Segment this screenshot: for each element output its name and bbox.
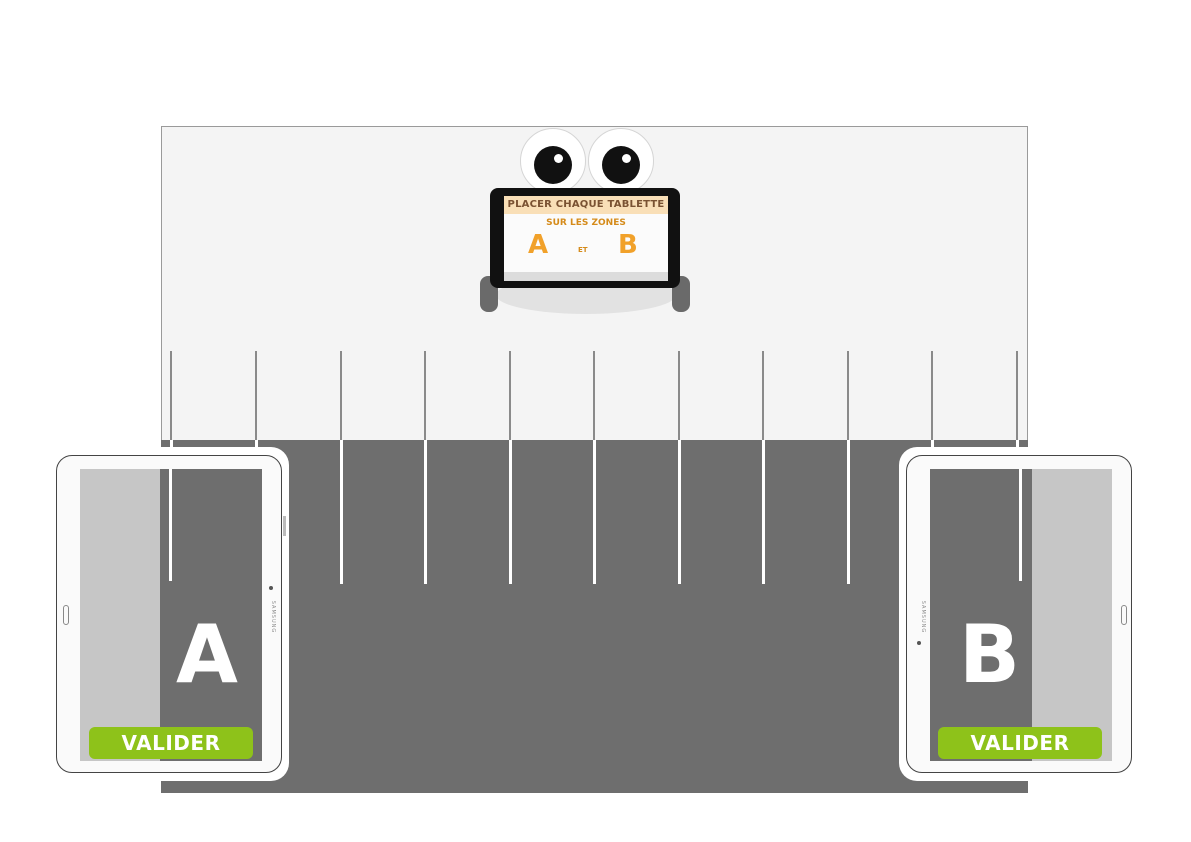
lane-marker bbox=[509, 440, 512, 584]
lane-marker-top bbox=[424, 351, 426, 440]
lane-marker-top bbox=[847, 351, 849, 440]
tablet-b[interactable]: B VALIDER SAMSUNG bbox=[899, 447, 1139, 781]
lane-marker bbox=[678, 440, 681, 584]
robot-eye-icon bbox=[588, 128, 654, 194]
instruction-line-1: PLACER CHAQUE TABLETTE bbox=[507, 199, 665, 210]
robot-mascot: PLACER CHAQUE TABLETTE SUR LES ZONES A E… bbox=[478, 126, 693, 321]
lane-marker-top bbox=[1016, 351, 1018, 440]
home-button bbox=[63, 605, 69, 625]
lane-marker-top bbox=[340, 351, 342, 440]
zone-letter-a: A bbox=[176, 608, 238, 701]
tablet-a-device: A VALIDER SAMSUNG bbox=[56, 455, 286, 773]
lane-marker bbox=[847, 440, 850, 584]
lane-marker-top bbox=[593, 351, 595, 440]
lane-marker bbox=[762, 440, 765, 584]
zone-letter-b: B bbox=[959, 608, 1020, 701]
instruction-connector: ET bbox=[578, 246, 588, 254]
instruction-line-2: SUR LES ZONES bbox=[546, 218, 626, 228]
lane-marker-top bbox=[678, 351, 680, 440]
lane-marker-top bbox=[762, 351, 764, 440]
lane-marker-top bbox=[170, 351, 172, 440]
lane-marker-top bbox=[931, 351, 933, 440]
tablet-b-screen: B VALIDER bbox=[930, 469, 1112, 761]
lane-marker-top bbox=[509, 351, 511, 440]
lane-marker-top bbox=[255, 351, 257, 440]
lane-marker bbox=[340, 440, 343, 584]
robot-screen-display: PLACER CHAQUE TABLETTE SUR LES ZONES A E… bbox=[504, 196, 668, 281]
lane-marker bbox=[424, 440, 427, 584]
robot-eye-icon bbox=[520, 128, 586, 194]
brand-label: SAMSUNG bbox=[920, 600, 927, 634]
home-button bbox=[1121, 605, 1127, 625]
instruction-zone-b: B bbox=[618, 230, 638, 260]
tablet-a-screen: A VALIDER bbox=[80, 469, 262, 761]
instruction-zone-a: A bbox=[528, 230, 549, 260]
tablet-b-device: B VALIDER SAMSUNG bbox=[906, 455, 1132, 773]
valider-button-a[interactable]: VALIDER bbox=[89, 727, 253, 759]
tablet-a[interactable]: A VALIDER SAMSUNG bbox=[49, 447, 289, 781]
robot-screen: PLACER CHAQUE TABLETTE SUR LES ZONES A E… bbox=[490, 188, 680, 288]
brand-label: SAMSUNG bbox=[270, 600, 277, 634]
lane-marker bbox=[593, 440, 596, 584]
valider-button-b[interactable]: VALIDER bbox=[938, 727, 1102, 759]
